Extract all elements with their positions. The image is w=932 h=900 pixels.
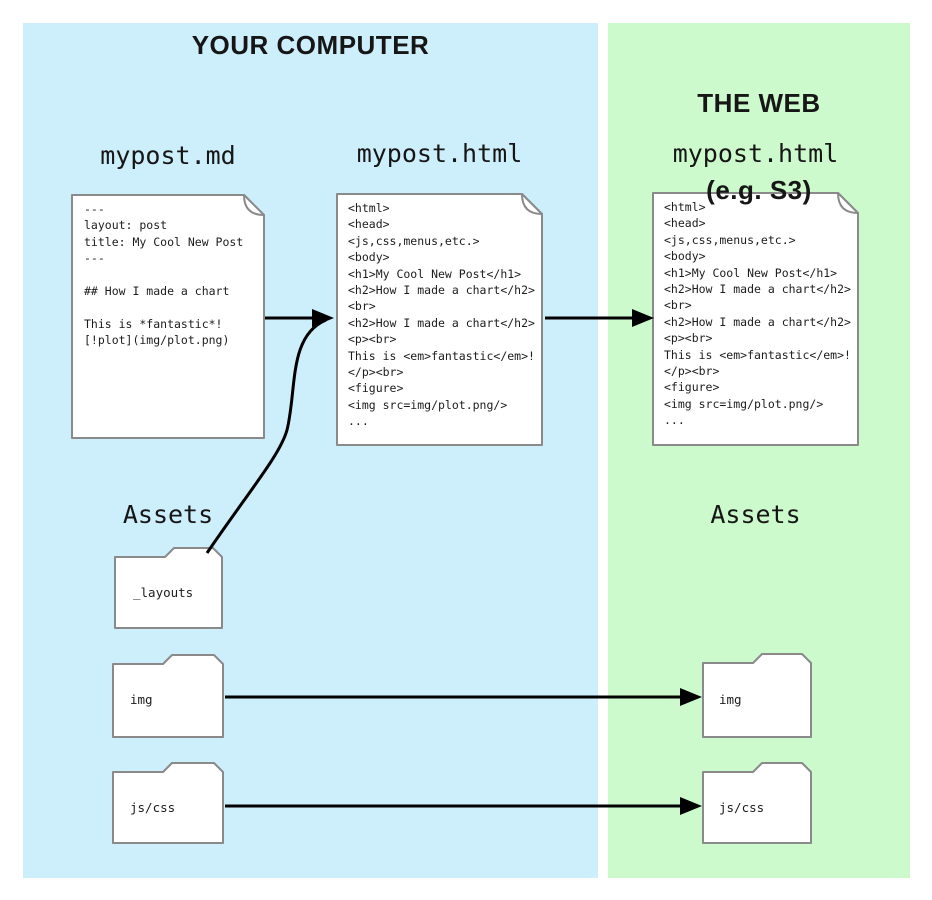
arrow-jscss-to-web [225,797,702,815]
code-block-mypost-md: --- layout: post title: My Cool New Post… [84,202,244,348]
panel-title-the-web-line1: THE WEB [697,88,821,118]
panel-title-your-computer: YOUR COMPUTER [191,30,430,60]
assets-label-local: Assets [122,500,214,529]
arrow-img-to-web [225,688,702,706]
dog-ear-icon [837,192,859,214]
panel-title-the-web-line2: (e.g. S3) [706,175,812,205]
folder-label-img-local: img [130,692,153,707]
dog-ear-icon [521,193,543,215]
arrow-layouts-to-html-curve [205,318,327,554]
folder-label-img-web: img [719,692,742,707]
dog-ear-icon [243,194,265,216]
folder-label-jscss-web: js/css [719,800,765,815]
code-block-mypost-html-local: <html> <head> <js,css,menus,etc.> <body>… [348,201,535,429]
assets-label-web: Assets [710,500,801,529]
folder-label-layouts: _layouts [133,585,194,600]
code-block-mypost-html-web: <html> <head> <js,css,menus,etc.> <body>… [664,200,851,428]
panel-title-the-web: THE WEB (e.g. S3) [608,31,910,263]
file-label-mypost-html-local: mypost.html [356,139,523,168]
folder-label-jscss-local: js/css [130,800,176,815]
document-icon-mypost-md [71,194,265,439]
folder-icon-jscss-web [702,762,812,844]
folder-icon-jscss-local [112,762,224,844]
file-label-mypost-md: mypost.md [100,141,236,170]
document-icon-mypost-html-local [336,193,543,446]
arrow-html-to-web [545,309,654,327]
arrow-md-to-html [265,309,334,327]
folder-icon-layouts [114,547,223,629]
file-label-mypost-html-web: mypost.html [672,139,839,168]
folder-icon-img-local [112,654,224,738]
document-icon-mypost-html-web [652,192,859,446]
folder-icon-img-web [702,653,812,738]
